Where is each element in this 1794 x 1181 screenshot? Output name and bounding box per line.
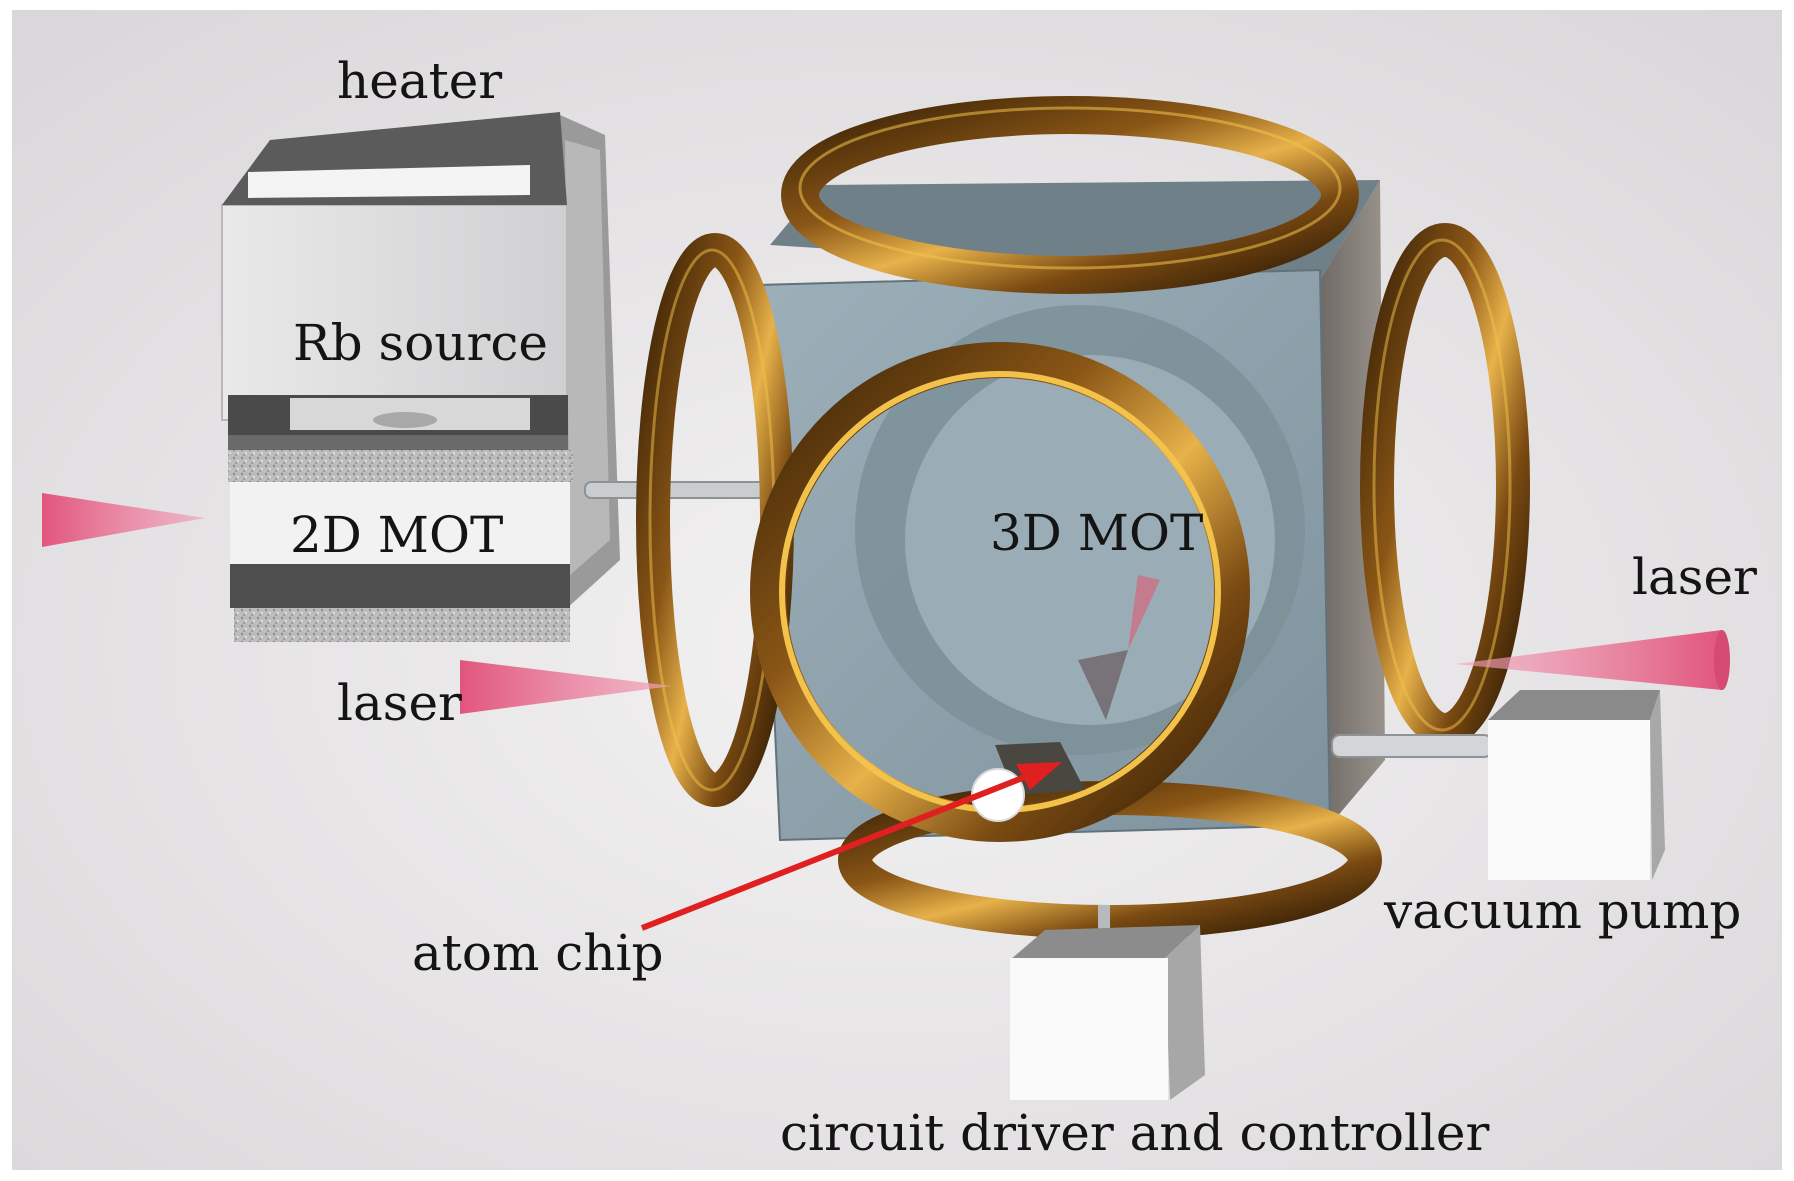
label-3d-mot: 3D MOT — [990, 504, 1204, 562]
source-module — [221, 112, 620, 642]
label-laser-right: laser — [1632, 548, 1757, 606]
laser-beam-inner — [1128, 575, 1160, 650]
label-heater: heater — [337, 52, 503, 110]
pump-tube — [1331, 734, 1493, 758]
laser-beam-right — [1455, 630, 1722, 690]
laser-beam-left — [460, 660, 672, 714]
label-laser-left: laser — [337, 674, 462, 732]
vacuum-chamber — [753, 180, 1385, 842]
atom-chip-arrow — [640, 772, 1032, 931]
label-circuit-driver: circuit driver and controller — [780, 1104, 1490, 1162]
label-rb-source: Rb source — [293, 314, 549, 372]
laser-beam-left-top — [42, 493, 205, 547]
transfer-tube — [584, 481, 766, 499]
vacuum-pump-box — [1488, 690, 1665, 880]
atom-chip-arrowhead — [1016, 762, 1062, 790]
label-atom-chip: atom chip — [412, 924, 664, 982]
label-2d-mot: 2D MOT — [290, 506, 504, 564]
controller-box — [1010, 925, 1205, 1100]
label-vacuum-pump: vacuum pump — [1384, 882, 1742, 940]
